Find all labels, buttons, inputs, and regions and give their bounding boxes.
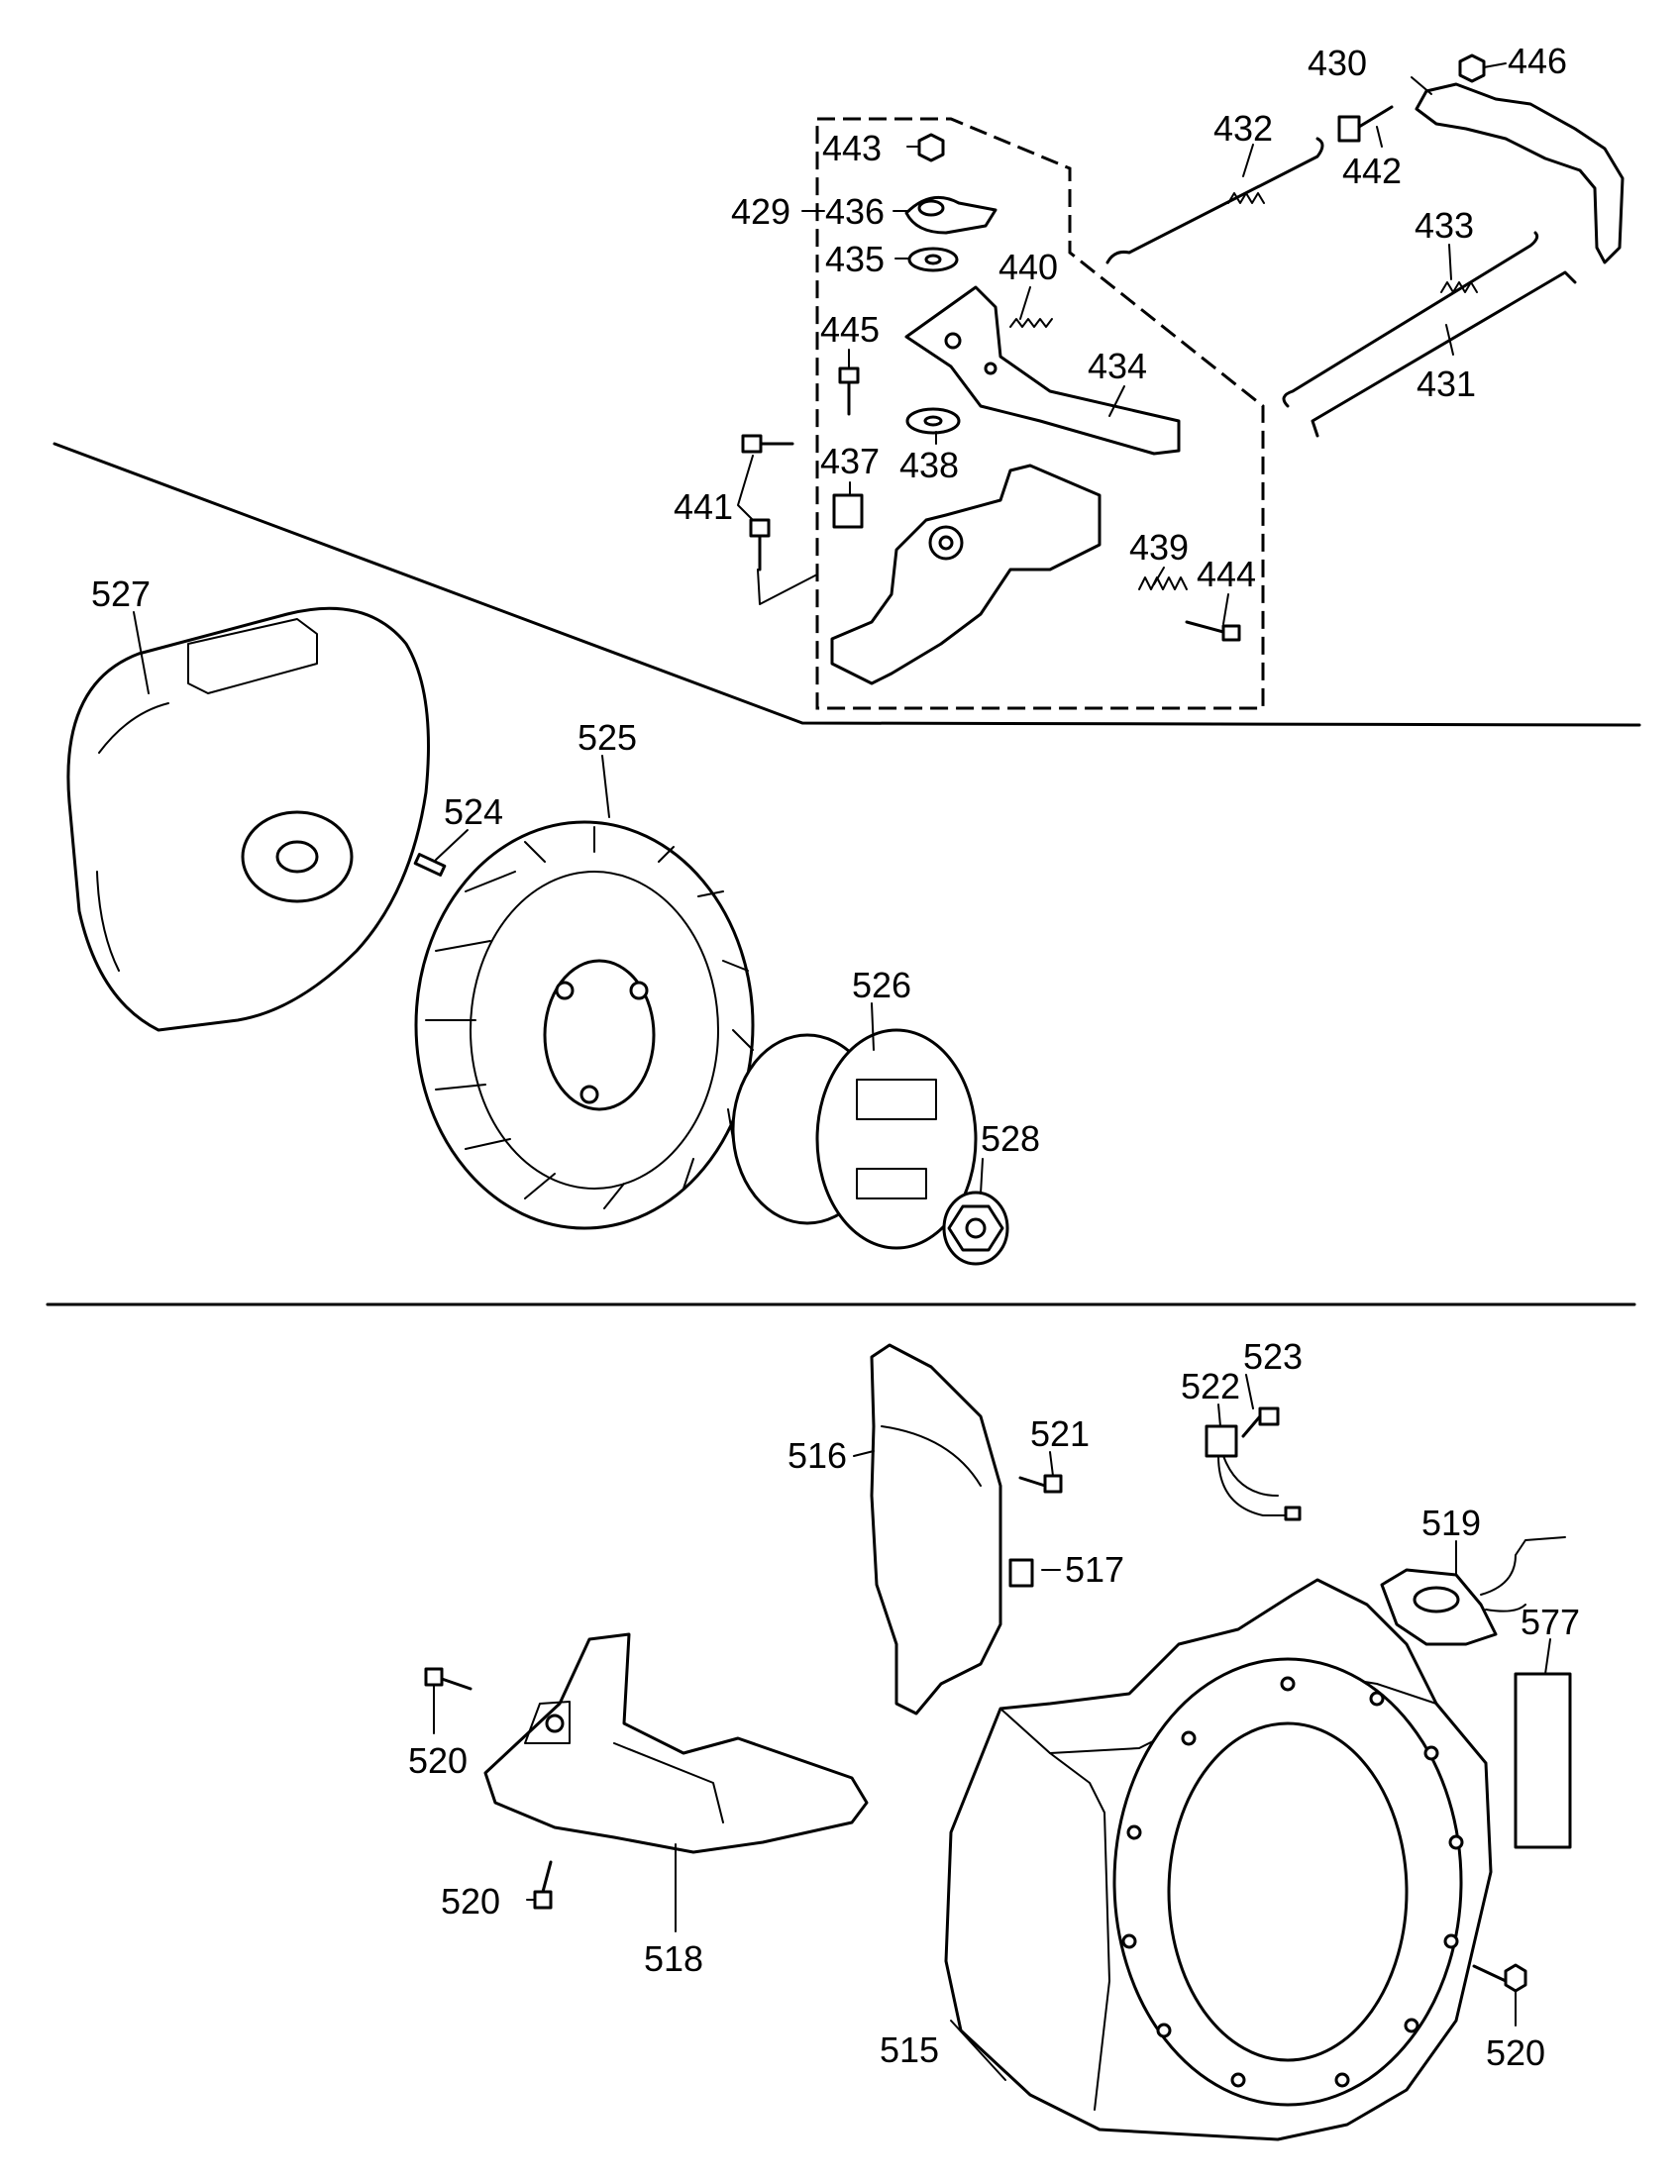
callout-528: 528 (981, 1118, 1040, 1159)
part-number-callouts: 443 436 429 435 440 445 434 437 438 441 … (91, 41, 1580, 2073)
callout-438: 438 (899, 445, 959, 485)
callout-442: 442 (1342, 151, 1402, 191)
callout-445: 445 (820, 309, 880, 350)
governor-bracket (830, 464, 1102, 685)
spring-440 (1009, 318, 1053, 328)
callout-446: 446 (1508, 41, 1567, 81)
screw-520-middle (533, 1860, 553, 1910)
flywheel-group (66, 606, 1009, 1266)
bolt-442 (1337, 105, 1394, 143)
callout-434: 434 (1088, 346, 1147, 386)
nut-443 (917, 133, 945, 162)
fan-525 (414, 820, 755, 1230)
screw-520-left (424, 1667, 472, 1691)
plate-436 (904, 195, 998, 235)
callout-520-left: 520 (408, 1740, 468, 1781)
rod-433 (1282, 231, 1539, 408)
bolt-441-lower (749, 518, 771, 572)
label-577 (1514, 1672, 1572, 1849)
callout-520-middle: 520 (441, 1881, 500, 1922)
callout-516: 516 (788, 1435, 847, 1476)
housing-bolt-holes (1121, 1676, 1464, 2088)
screw-521 (1018, 1474, 1063, 1494)
spring-439 (1138, 576, 1188, 590)
callout-521: 521 (1030, 1413, 1090, 1454)
callout-527: 527 (91, 573, 151, 614)
callout-577: 577 (1521, 1602, 1580, 1642)
assembly-boundary (815, 117, 1265, 710)
callout-440: 440 (998, 247, 1058, 287)
callout-519: 519 (1421, 1503, 1481, 1543)
switch-519 (1380, 1536, 1566, 1646)
callout-436: 436 (825, 191, 885, 232)
callout-523: 523 (1243, 1336, 1303, 1377)
shroud-group (424, 1343, 1572, 2141)
shroud-518 (483, 1632, 869, 1854)
bolt-523 (1241, 1406, 1280, 1438)
leader-lines (133, 62, 1551, 2081)
callout-429: 429 (731, 191, 790, 232)
callout-515: 515 (880, 2029, 939, 2070)
callout-525: 525 (578, 717, 637, 758)
bolt-444 (1185, 620, 1241, 642)
callout-526: 526 (852, 965, 911, 1005)
callout-441: 441 (674, 486, 733, 527)
baffle-516 (870, 1343, 1002, 1716)
section-dividers (46, 442, 1641, 1306)
callout-435: 435 (825, 239, 885, 279)
housing-515 (944, 1578, 1493, 2141)
callout-439: 439 (1129, 527, 1189, 568)
nut-528 (942, 1191, 1009, 1266)
bolt-445 (838, 366, 860, 416)
screw-520-right (1472, 1963, 1527, 1993)
clip-437 (832, 493, 864, 529)
bolt-441-upper (741, 434, 794, 454)
callout-433: 433 (1415, 205, 1474, 246)
arm-430 (1415, 82, 1625, 264)
callout-437: 437 (820, 441, 880, 481)
callout-430: 430 (1308, 43, 1367, 83)
callout-432: 432 (1213, 108, 1273, 149)
callout-522: 522 (1181, 1366, 1240, 1406)
nut-446 (1458, 53, 1486, 83)
cup-526 (731, 1028, 978, 1250)
callout-518: 518 (644, 1938, 703, 1979)
clip-517 (1008, 1558, 1034, 1588)
callout-517: 517 (1065, 1549, 1124, 1590)
rod-431 (1311, 270, 1577, 438)
callout-524: 524 (444, 791, 503, 832)
callout-444: 444 (1197, 554, 1256, 594)
callout-431: 431 (1417, 364, 1476, 404)
rod-432 (1105, 137, 1324, 264)
ignition-522 (1205, 1424, 1302, 1521)
callout-443: 443 (822, 128, 882, 168)
key-524 (413, 853, 447, 877)
callout-520-right: 520 (1486, 2032, 1545, 2073)
cover-527 (66, 606, 430, 1032)
